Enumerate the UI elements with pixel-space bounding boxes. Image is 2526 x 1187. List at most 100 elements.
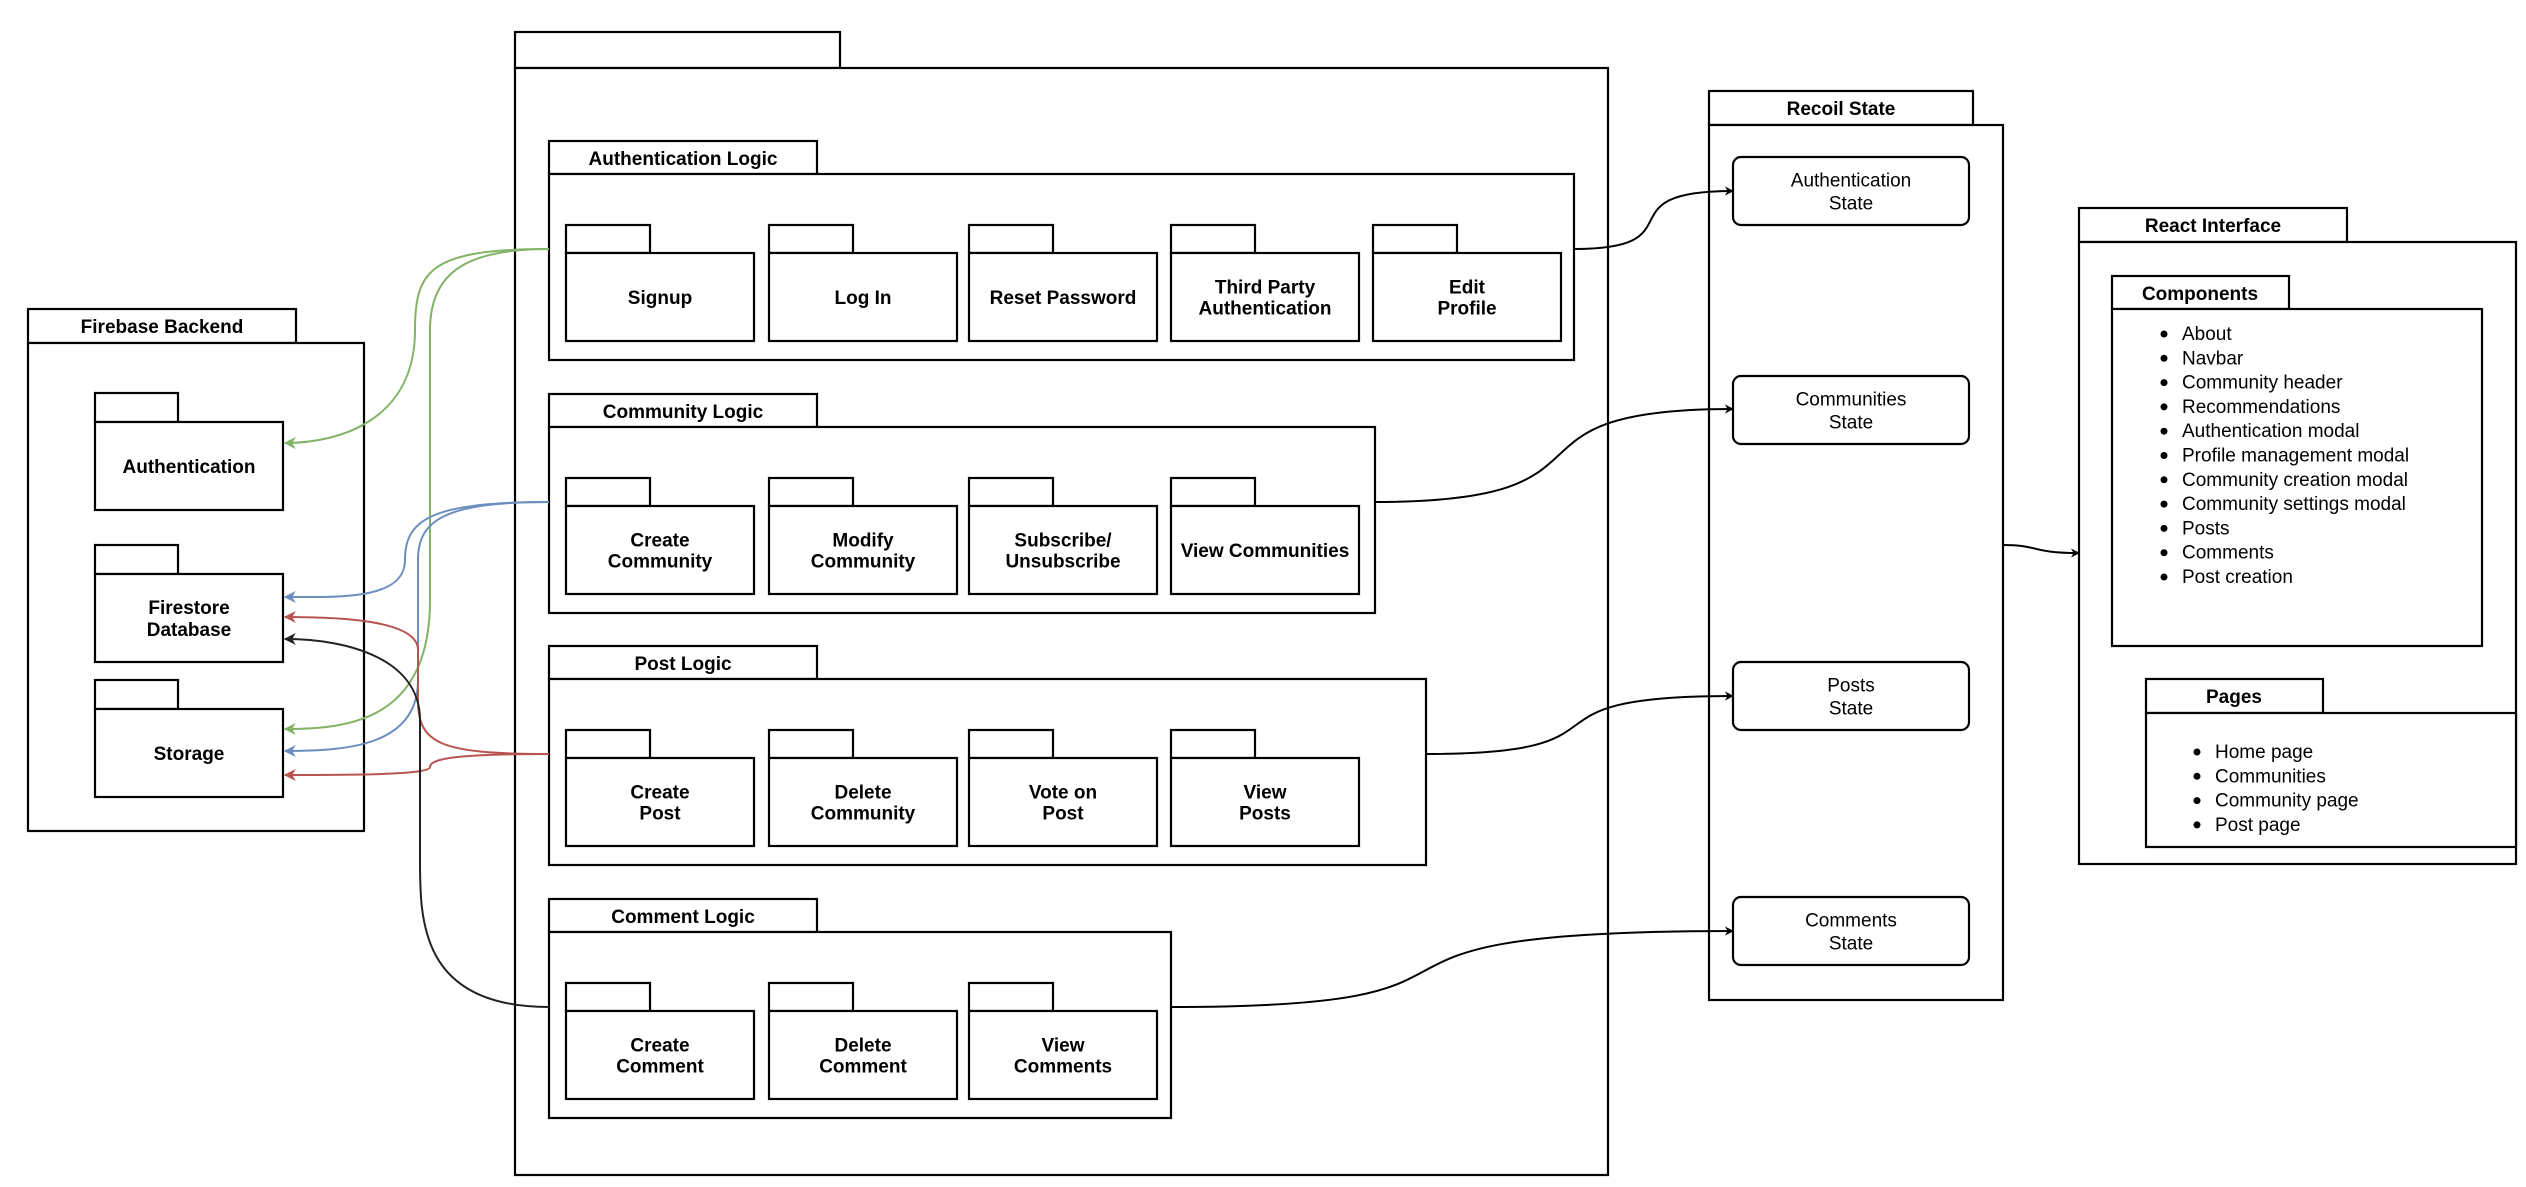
logic-item-log-in: Log In [767,223,959,343]
edge-recoil-to-react [2002,544,2080,558]
firebase-item-storage: Storage [93,678,285,799]
page-community-page: Community page [2193,791,2359,812]
component-label: Community header [2182,373,2343,394]
component-label: Profile management modal [2182,446,2409,467]
component-community-creation-modal: Community creation modal [2160,470,2408,491]
logic-item-label: Reset Password [990,288,1137,309]
logic-group-title: Post Logic [634,654,732,675]
component-label: Authentication modal [2182,421,2359,442]
firebase-backend-package: Firebase Backend AuthenticationFirestore… [26,307,366,833]
component-community-settings-modal: Community settings modal [2160,494,2406,515]
component-community-header: Community header [2160,373,2343,394]
component-post-creation: Post creation [2160,567,2293,588]
react-interface-package: React Interface Components AboutNavbarCo… [2077,206,2518,866]
component-label: Post creation [2182,567,2293,588]
bullet-icon [2193,748,2201,756]
bullet-icon [2193,821,2201,829]
logic-item-label: Subscribe/Unsubscribe [1005,531,1120,573]
firebase-backend-title: Firebase Backend [81,317,244,338]
pages-title: Pages [2206,687,2262,708]
component-label: Comments [2182,543,2274,564]
firebase-item-label: Authentication [123,457,256,478]
bullet-icon [2160,573,2168,581]
logic-item-subscribe-unsubscribe: Subscribe/Unsubscribe [967,476,1159,596]
component-label: Posts [2182,518,2230,539]
logic-item-reset-password: Reset Password [967,223,1159,343]
component-authentication-modal: Authentication modal [2160,421,2359,442]
logic-item-signup: Signup [564,223,756,343]
recoil-state-title: Recoil State [1787,99,1896,120]
edge-community-to-firestore [283,501,550,604]
bullet-icon [2160,427,2168,435]
bullet-icon [2193,772,2201,780]
logic-item-label: Signup [628,288,692,309]
bullet-icon [2193,797,2201,805]
page-home-page: Home page [2193,742,2313,763]
components-title: Components [2142,284,2258,305]
page-communities: Communities [2193,766,2326,787]
react-interface-title: React Interface [2145,216,2281,237]
logic-item-view-communities: View Communities [1169,476,1361,596]
component-label: Community creation modal [2182,470,2408,491]
logic-item-label: View Communities [1181,541,1350,562]
firebase-item-label: Storage [154,744,225,765]
logic-group-title: Authentication Logic [589,149,778,170]
bullet-icon [2160,549,2168,557]
component-about: About [2160,324,2232,345]
connectors [283,186,2080,1008]
component-label: Navbar [2182,348,2244,369]
component-label: About [2182,324,2232,345]
bullet-icon [2160,476,2168,484]
bullet-icon [2160,452,2168,459]
page-label: Home page [2215,742,2313,763]
component-label: Community settings modal [2182,494,2406,515]
edge-auth-to-state [1573,186,1734,250]
page-post-page: Post page [2193,815,2301,836]
logic-group-title: Community Logic [603,402,764,423]
edge-auth-to-firebase-auth [283,248,550,449]
component-navbar: Navbar [2160,348,2244,369]
bullet-icon [2160,500,2168,508]
component-recommendations: Recommendations [2160,397,2340,418]
edge-auth-to-storage [283,248,550,735]
page-label: Post page [2215,815,2301,836]
logic-item-label: Log In [835,288,892,309]
bullet-icon [2160,354,2168,362]
page-label: Communities [2215,766,2326,787]
page-label: Community page [2215,791,2359,812]
component-profile-management-modal: Profile management modal [2160,446,2409,467]
